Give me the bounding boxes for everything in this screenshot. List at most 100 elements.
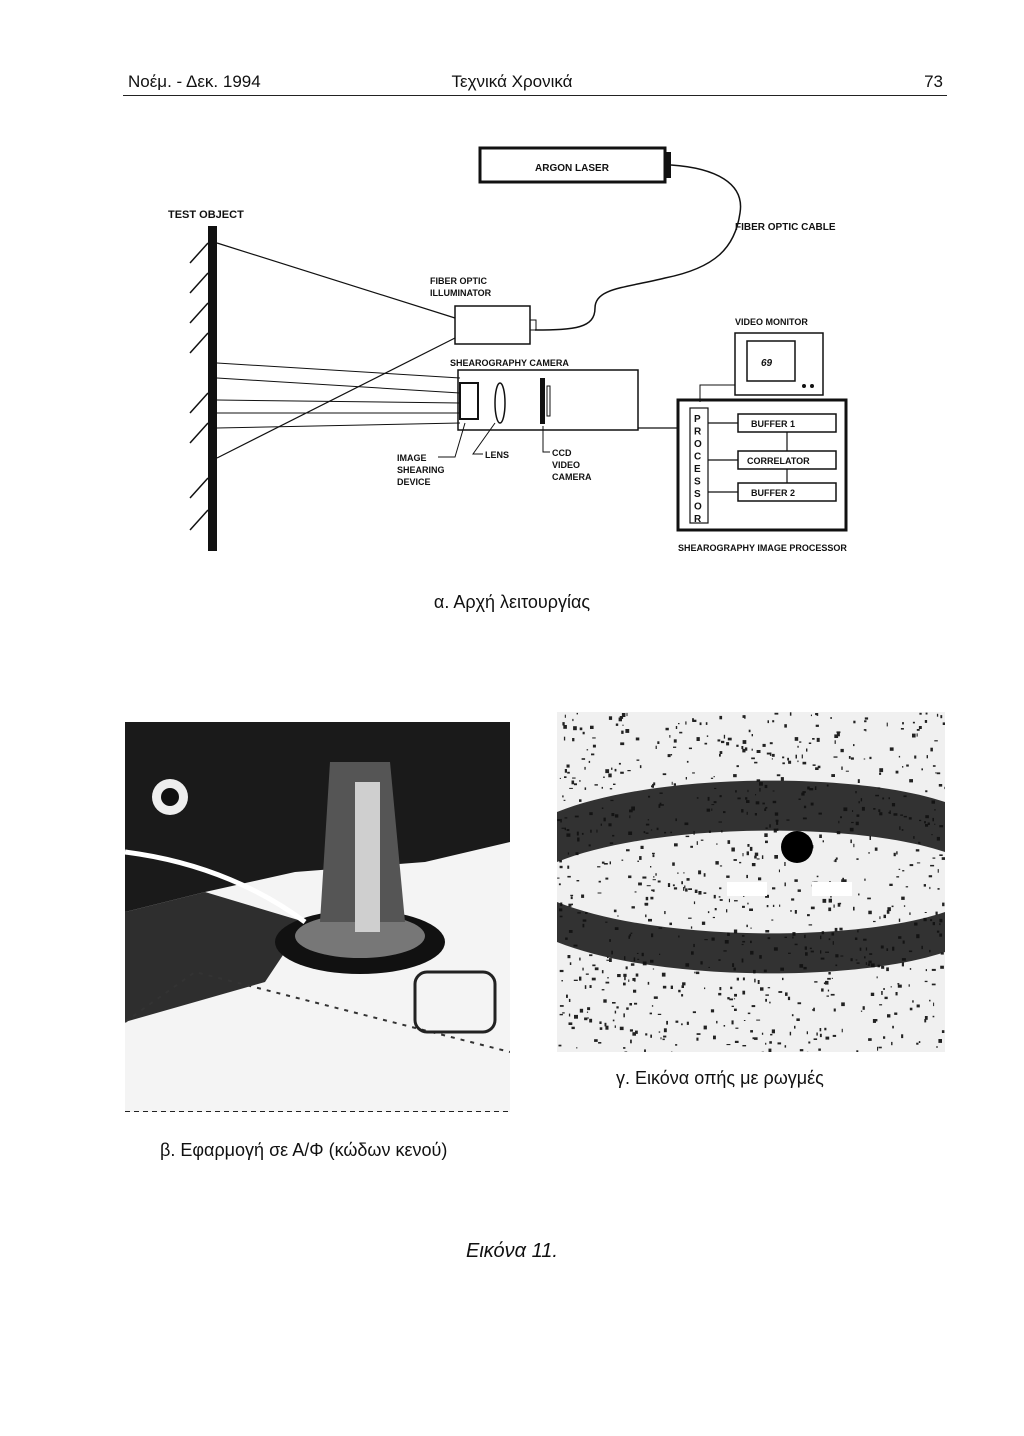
speckle-dot [835, 857, 838, 860]
speckle-dot [779, 904, 781, 907]
speckle-dot [657, 1013, 662, 1015]
speckle-dot [582, 731, 585, 735]
speckle-dot [598, 1042, 602, 1044]
speckle-dot [751, 757, 755, 760]
speckle-dot [645, 914, 647, 918]
figure-label: Εικόνα 11. [466, 1240, 558, 1262]
speckle-dot [898, 755, 901, 758]
speckle-dot [715, 861, 719, 865]
speckle-dot [897, 983, 900, 985]
speckle-dot [728, 898, 730, 903]
speckle-dot [562, 722, 565, 726]
speckle-dot [632, 978, 635, 981]
speckle-dot [794, 737, 799, 741]
speckle-dot [760, 987, 764, 991]
speckle-dot [795, 754, 797, 759]
speckle-dot [734, 993, 737, 997]
speckle-dot [883, 914, 886, 919]
speckle-dot [698, 870, 702, 875]
speckle-dot [898, 868, 901, 870]
shearing-device-label-3: DEVICE [397, 477, 431, 487]
speckle-dot [730, 986, 733, 990]
speckle-dot [830, 717, 832, 719]
speckle-dot [559, 1005, 564, 1007]
speckle-dot [609, 861, 611, 865]
speckle-dot [842, 877, 844, 880]
speckle-dot [886, 722, 888, 727]
speckle-dot [584, 787, 587, 790]
speckle-dot [597, 892, 602, 894]
speckle-dot [723, 1025, 726, 1027]
speckle-dot [731, 1020, 734, 1025]
buffer-2-label: BUFFER 2 [751, 488, 795, 498]
speckle-dot [858, 893, 860, 896]
speckle-dot [568, 1022, 573, 1025]
speckle-dot [573, 726, 577, 731]
speckle-dot [621, 730, 624, 734]
speckle-dot [891, 905, 894, 908]
speckle-dot [924, 980, 928, 983]
speckle-dot [692, 772, 695, 774]
speckle-dot [797, 760, 799, 763]
speckle-dot [810, 714, 812, 717]
speckle-dot [825, 980, 829, 985]
ccd-label-2: VIDEO [552, 460, 580, 470]
speckle-dot [863, 729, 866, 731]
speckle-dot [774, 855, 778, 859]
speckle-dot [675, 726, 678, 729]
speckle-dot [924, 1019, 927, 1023]
fiber-optic-cable-label: FIBER OPTIC CABLE [735, 222, 836, 233]
speckle-dot [903, 905, 906, 907]
speckle-dot [635, 973, 639, 977]
speckle-dot [925, 790, 928, 793]
speckle-dot [623, 1013, 625, 1018]
speckle-dot [813, 1038, 818, 1040]
speckle-dot [597, 866, 601, 868]
speckle-dot [679, 731, 683, 734]
speckle-dot [688, 917, 692, 919]
speckle-dot [735, 1027, 739, 1029]
speckle-dot [918, 1041, 921, 1043]
speckle-dot [908, 984, 910, 987]
speckle-dot [818, 1048, 821, 1051]
speckle-dot [603, 776, 605, 778]
speckle-dot [726, 1044, 731, 1046]
speckle-dot [727, 737, 732, 741]
speckle-dot [719, 887, 722, 890]
speckle-dot [815, 767, 819, 770]
speckle-dot [887, 1014, 891, 1018]
speckle-dot [734, 1008, 737, 1011]
speckle-dot [906, 764, 909, 767]
speckle-dot [739, 861, 742, 864]
speckle-dot [634, 891, 637, 893]
speckle-dot [726, 909, 728, 913]
speckle-dot [644, 902, 649, 906]
speckle-dot [647, 981, 650, 985]
speckle-dot [742, 990, 746, 995]
speckle-dot [573, 979, 578, 981]
speckle-dot [834, 740, 836, 744]
speckle-dot [609, 788, 613, 790]
speckle-dot [566, 994, 568, 998]
camera-label: SHEAROGRAPHY CAMERA [450, 358, 569, 368]
speckle-dot [673, 739, 677, 743]
speckle-dot [719, 987, 722, 991]
speckle-dot [810, 906, 815, 910]
speckle-dot [581, 894, 585, 898]
speckle-dot [701, 921, 706, 925]
speckle-dot [784, 1045, 787, 1048]
speckle-dot [611, 767, 613, 770]
speckle-dot [896, 876, 900, 878]
speckle-dot [683, 872, 685, 874]
speckle-dot [769, 742, 773, 745]
speckle-dot [606, 959, 610, 961]
speckle-dot [710, 1009, 715, 1013]
speckle-dot [833, 904, 835, 908]
speckle-dot [916, 1042, 919, 1045]
monitor-screen [746, 340, 796, 382]
speckle-dot [802, 761, 807, 765]
speckle-dot [624, 1051, 628, 1052]
speckle-dot [605, 981, 610, 984]
speckle-dot [663, 1035, 667, 1038]
speckle-dot [561, 980, 563, 982]
